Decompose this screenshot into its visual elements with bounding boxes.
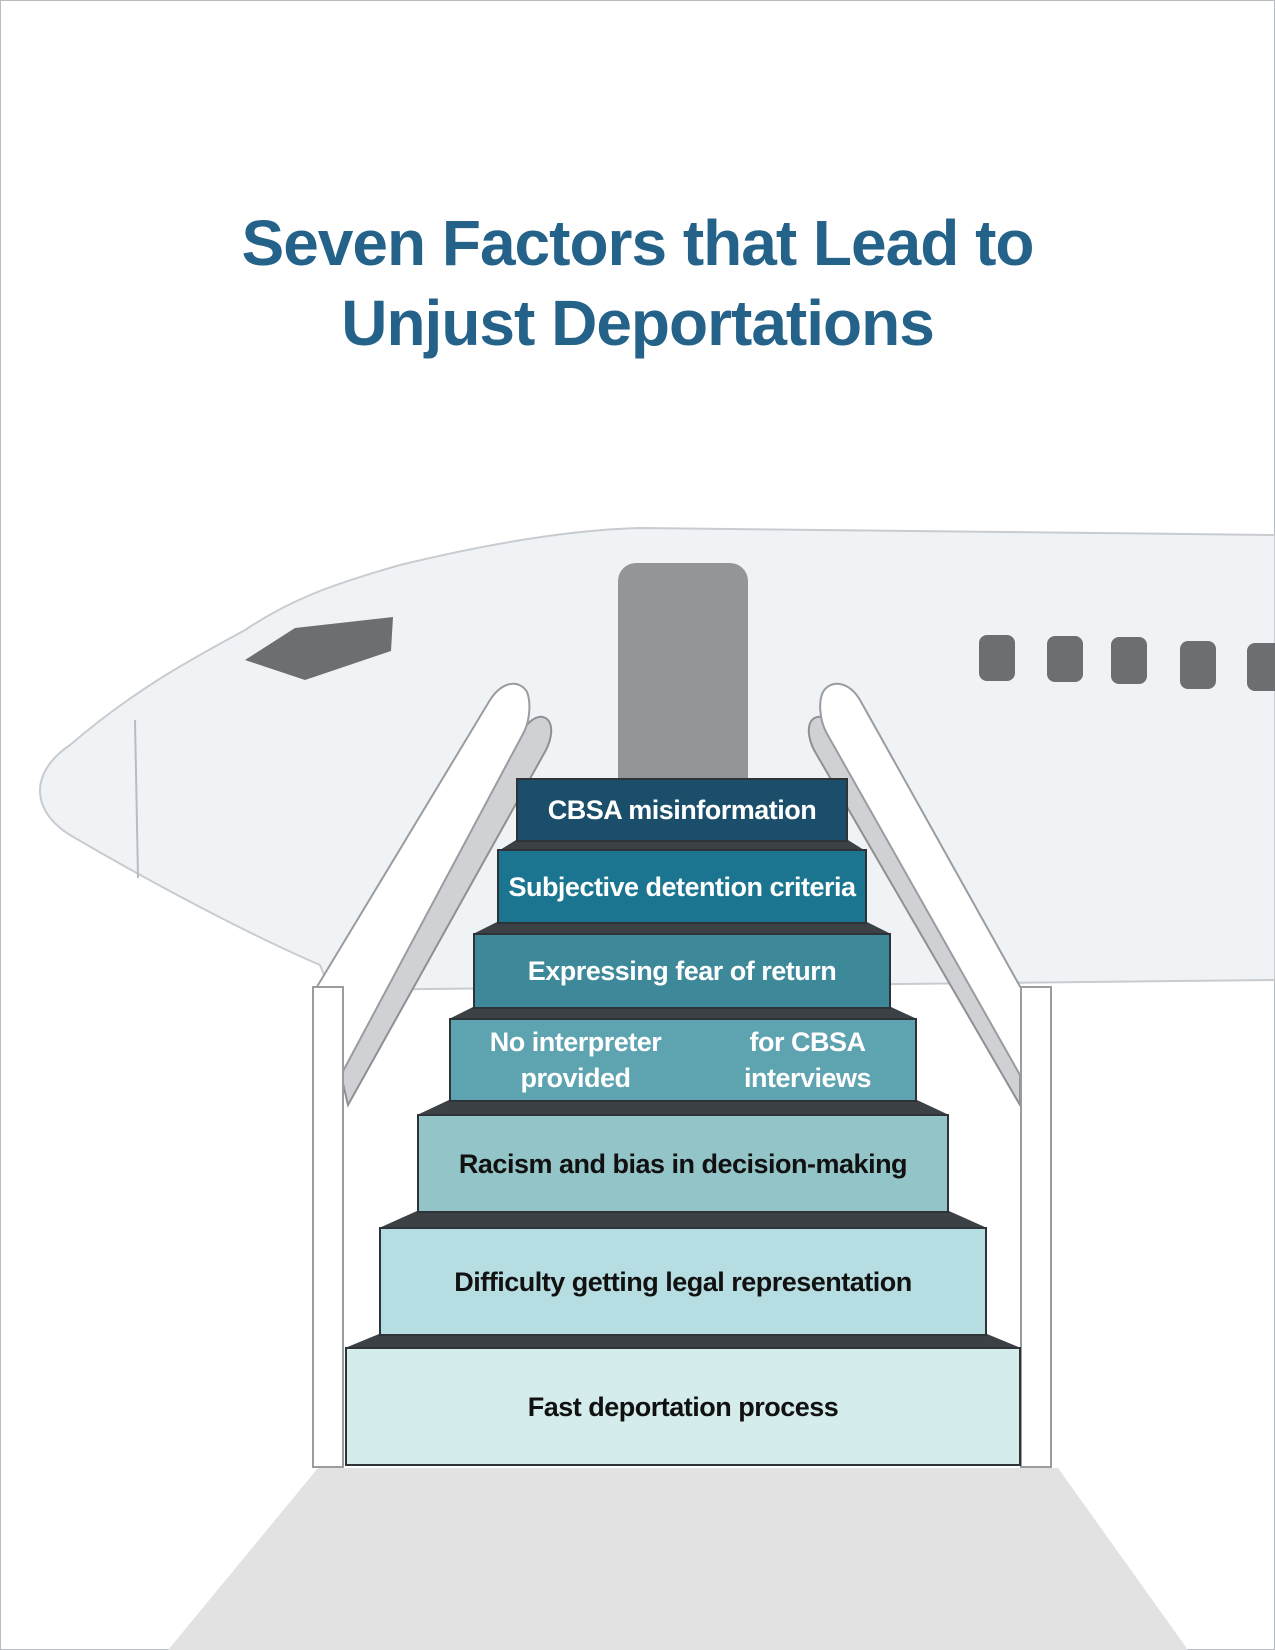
step-label-line-2: for CBSA interviews [743,1027,872,1093]
page-title-line-2: Unjust Deportations [341,287,935,359]
step-racism-and-bias: Racism and bias in decision-making [417,1114,949,1213]
step-expressing-fear-of-return: Expressing fear of return [473,933,891,1009]
nose-seam [134,719,139,879]
cabin-window [1111,637,1147,684]
page-title-line-1: Seven Factors that Lead to [241,207,1035,279]
left-handrail [312,682,553,1468]
step-label: Racism and bias in decision-making [458,1148,908,1179]
step-no-interpreter-provided: No interpreter provided for CBSA intervi… [449,1018,917,1102]
tarmac [168,1468,1188,1650]
cockpit-window [245,617,393,680]
step-label-line-1: No interpreter provided [489,1027,662,1093]
step-subjective-detention-criteria: Subjective detention criteria [497,849,867,924]
cabin-window [1247,643,1275,691]
step-label: Difficulty getting legal representation [454,1266,912,1297]
right-handrail [807,682,1052,1468]
step-label: CBSA misinformation [547,795,817,825]
cabin-window [1180,641,1216,689]
cabin-window [1047,636,1083,682]
step-cbsa-misinformation: CBSA misinformation [516,778,848,842]
step-treads [345,840,1021,1348]
plane-door [618,563,748,823]
step-fast-deportation-process: Fast deportation process [345,1347,1021,1466]
step-label: Fast deportation process [527,1391,839,1422]
step-label: Subjective detention criteria [508,871,856,902]
cabin-window [979,635,1015,681]
step-label: Expressing fear of return [527,956,837,986]
step-difficulty-legal-representation: Difficulty getting legal representation [379,1227,987,1336]
